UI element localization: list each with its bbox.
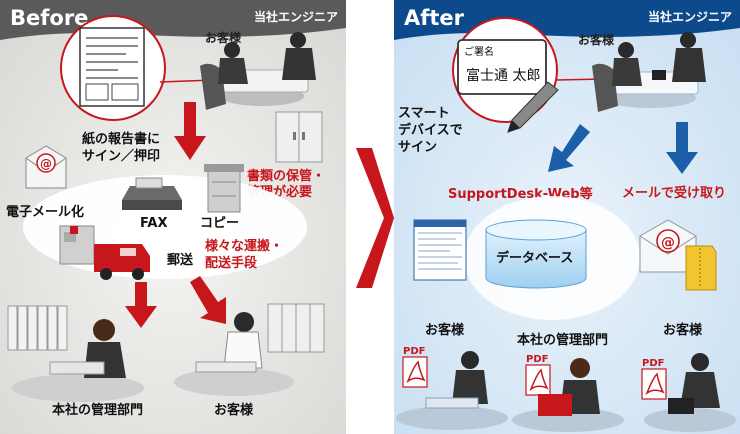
- delivery-van-icon: [94, 244, 150, 280]
- database-label: データベース: [496, 250, 573, 266]
- before-arrow-to-customer: [190, 276, 226, 324]
- meeting-scene-after: [592, 32, 706, 112]
- before-down-arrow: [174, 102, 206, 160]
- before-customer-label: お客様: [205, 30, 242, 45]
- post-office-icon: [59, 225, 95, 265]
- database-icon: [485, 219, 587, 289]
- after-hq-label: 本社の管理部門: [517, 332, 608, 348]
- paper-report-line2: サイン／押印: [82, 148, 160, 164]
- after-header-title: After: [404, 6, 465, 30]
- pdf-icon-right: PDF: [641, 358, 667, 400]
- meeting-scene-before: [200, 32, 316, 110]
- svg-text:@: @: [40, 157, 52, 171]
- after-customer-right-scene: [644, 353, 736, 432]
- before-engineer-label: 当社エンジニア: [254, 9, 338, 24]
- zip-folder-icon: [685, 245, 717, 291]
- pdf-label-right: PDF: [642, 358, 664, 369]
- after-customer-left-scene: [396, 351, 508, 430]
- copier-icon: [204, 164, 244, 213]
- pdf-label-center: PDF: [526, 354, 548, 365]
- after-engineer-label: 当社エンジニア: [648, 9, 732, 24]
- after-customer-label: お客様: [578, 32, 615, 47]
- email-envelope-icon: @: [25, 145, 67, 189]
- hq-label: 本社の管理部門: [52, 402, 143, 418]
- after-panel: After 当社エンジニア お客様 ご署名 富士通 太郎 スマート デバイスで …: [394, 0, 740, 434]
- pdf-label-left: PDF: [403, 346, 425, 357]
- after-customer-left-label: お客様: [425, 322, 465, 338]
- paper-report-line1: 紙の報告書に: [82, 131, 160, 147]
- email-at-symbol: @: [661, 235, 675, 251]
- storage-note-line1: 書類の保管・: [247, 168, 325, 184]
- email-label: 電子メール化: [6, 204, 84, 220]
- cabinet-icon: [275, 111, 323, 163]
- shipping-label: 郵送: [167, 252, 194, 268]
- paper-report-icon: [60, 15, 166, 121]
- signature-field-label: ご署名: [464, 45, 494, 58]
- after-arrow-to-system: [548, 124, 590, 172]
- web-system-screenshot: [413, 219, 467, 281]
- after-hq-scene: [512, 358, 624, 432]
- after-arrow-to-mail: [666, 122, 698, 174]
- signature-name: 富士通 太郎: [466, 67, 540, 84]
- after-customer-right-label: お客様: [663, 322, 703, 338]
- mail-receive-label: メールで受け取り: [622, 185, 726, 201]
- customer-worried-scene: [174, 303, 325, 396]
- hq-worker-scene: [7, 305, 144, 402]
- before-customer-bottom-label: お客様: [214, 402, 254, 418]
- pdf-icon-center: PDF: [525, 354, 551, 396]
- chevron-right-icon: [356, 148, 394, 288]
- smart-device-line1: スマート: [398, 106, 450, 121]
- smart-device-line2: デバイスで: [398, 122, 463, 138]
- transport-note-line1: 様々な運搬・: [205, 238, 283, 254]
- fax-label: FAX: [140, 216, 167, 231]
- before-arrow-to-hq: [125, 282, 157, 328]
- fax-machine-icon: [122, 177, 182, 210]
- before-panel: Before 当社エンジニア お客様: [0, 0, 346, 434]
- smart-device-line3: サイン: [398, 140, 437, 155]
- transition-arrow: [346, 0, 394, 434]
- before-header-title: Before: [10, 6, 88, 30]
- pdf-icon-left: PDF: [402, 346, 428, 388]
- signature-pad-icon: ご署名 富士通 太郎: [452, 17, 559, 133]
- transport-note-line2: 配送手段: [205, 255, 257, 271]
- copy-label: コピー: [200, 216, 239, 231]
- mail-envelope-icon: @: [639, 219, 697, 273]
